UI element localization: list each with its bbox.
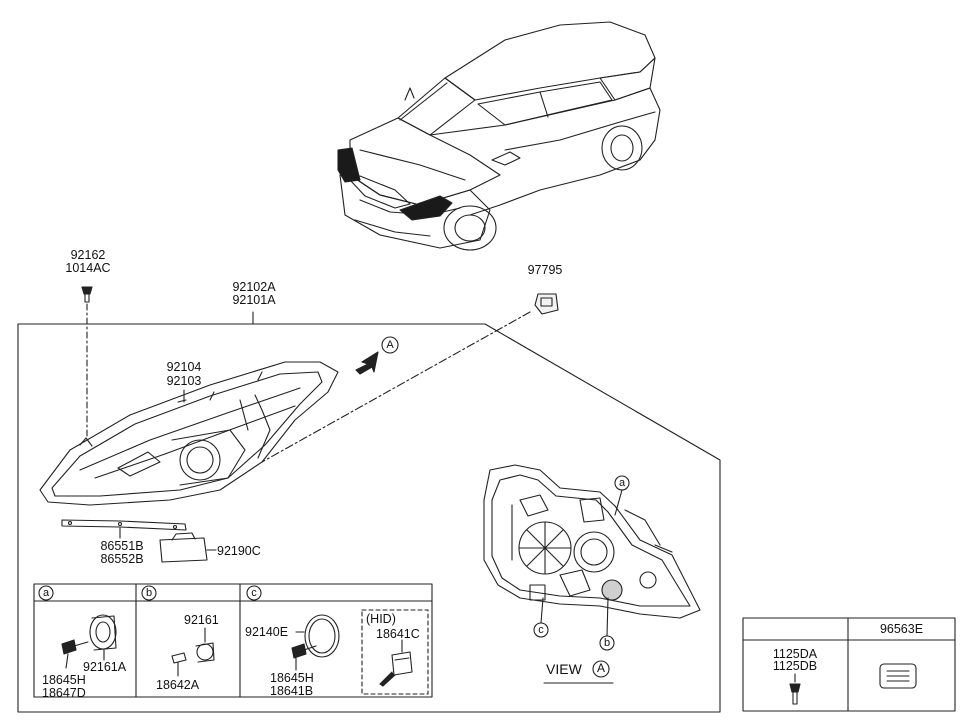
view-title-letter: A [596, 661, 605, 675]
right-table-header: 96563E [879, 622, 924, 636]
lens-housing-part-number-1: 92104 [166, 360, 202, 374]
right-table-part-1125DA: 1125DA [772, 647, 818, 661]
assembly-frame [17, 323, 721, 713]
module-part-number: 92190C [217, 544, 261, 558]
headlamp-assy-part-number-1: 92102A [232, 280, 276, 294]
clip-screw-part-number-2: 1014AC [65, 261, 111, 275]
lens-housing-part-number-2: 92103 [166, 374, 202, 388]
car-illustration [337, 21, 661, 251]
seal-strip-part [61, 519, 187, 531]
col-a-bulb-and-socket [61, 614, 117, 669]
bolt-drawing [789, 673, 801, 705]
col-c-key: c [251, 587, 257, 599]
col-c-part-18641B: 18641B [270, 684, 314, 698]
col-c-part-18645H: 18645H [270, 671, 314, 685]
headlamp-assembly-drawing [39, 361, 339, 506]
col-a-part-18645H: 18645H [42, 673, 86, 687]
col-a-key: a [42, 587, 50, 599]
hid-part-18641C: 18641C [376, 627, 420, 641]
col-b-part-92161: 92161 [184, 613, 219, 627]
col-a-part-18647D: 18647D [42, 686, 86, 700]
seal-part-number-1: 86551B [100, 539, 144, 553]
headlamp-assy-part-number-2: 92101A [232, 293, 276, 307]
seal-part-number-2: 86552B [100, 552, 144, 566]
col-c-part-92140E: 92140E [245, 625, 289, 639]
view-direction-arrow [355, 351, 379, 375]
callout-c-letter: c [538, 624, 544, 636]
view-title: VIEW [546, 661, 582, 677]
hid-label: (HID) [366, 612, 396, 626]
callout-b-letter: b [603, 637, 611, 649]
label-plate-drawing [879, 663, 917, 689]
callout-a-letter: a [618, 477, 626, 489]
col-c-bulb-and-cover [291, 614, 340, 671]
col-b-key: b [145, 587, 153, 599]
clip-screw-part-number-1: 92162 [70, 248, 106, 262]
col-a-part-92161A: 92161A [83, 660, 127, 674]
right-table-part-1125DB: 1125DB [772, 659, 818, 673]
view-a-drawing [483, 464, 701, 619]
hid-bulb-drawing [379, 639, 413, 687]
col-b-bulb-and-socket [171, 627, 215, 677]
connector-part-number: 97795 [527, 263, 563, 277]
view-arrow-letter: A [386, 339, 394, 351]
clip-screw-part [81, 286, 93, 303]
connector-part [534, 293, 559, 315]
col-b-part-18642A: 18642A [156, 678, 200, 692]
ballast-module-part [159, 532, 217, 563]
